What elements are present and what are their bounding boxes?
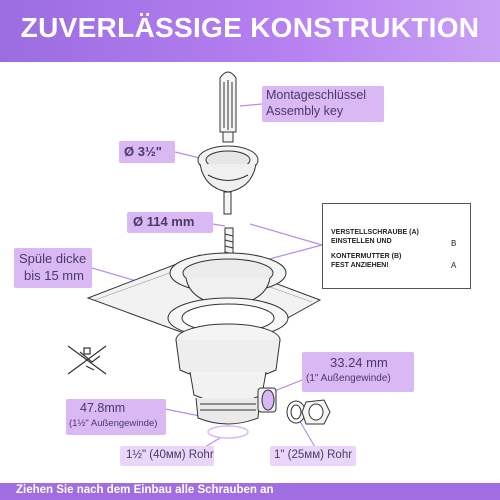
note-line-3: KONTERMUTTER (B) (331, 253, 402, 260)
label-sink-thickness-bg (14, 248, 92, 288)
note-mark-a: A (451, 261, 457, 270)
label-drain-thread: (1½" Außengewinde) (69, 418, 158, 429)
label-outlet-bg (302, 352, 414, 392)
label-pipe-large: 1½" (40ᴍᴍ) Rohr (126, 449, 214, 461)
note-line-2: EINSTELLEN UND (331, 238, 392, 245)
note-mark-b: B (451, 239, 457, 248)
label-drain-bg (66, 399, 166, 435)
no-tools-icon (67, 345, 107, 375)
side-outlet (257, 387, 331, 425)
label-drain-size: 47.8mm (80, 401, 126, 415)
note-line-1: VERSTELLSCHRAUBE (A) (331, 229, 419, 236)
footer-banner: Ziehen Sie nach dem Einbau alle Schraube… (0, 483, 500, 500)
label-outlet-thread: (1" Außengewinde) (306, 373, 391, 384)
label-pipe-small: 1" (25ᴍᴍ) Rohr (274, 449, 353, 461)
label-outlet-size: 33.24 mm (330, 355, 388, 370)
label-pipe-large-bg (120, 446, 214, 466)
label-sink-thickness-line1: Spüle dicke (19, 251, 87, 266)
label-assembly-key-de: Montageschlüssel (266, 88, 367, 102)
label-strainer-diameter: Ø 3½" (124, 144, 162, 159)
label-basket-dia-bg (127, 212, 213, 233)
adjustment-note-box: VERSTELLSCHRAUBE (A) EINSTELLEN UND KONT… (322, 203, 471, 289)
page-title: ZUVERLÄSSIGE KONSTRUKTION (20, 12, 480, 43)
label-assembly-key-bg (262, 86, 384, 122)
label-strainer-dia-bg (119, 141, 175, 163)
assembly-key (219, 71, 237, 143)
strainer-basket (197, 145, 259, 215)
drain-body (175, 323, 281, 439)
label-sink-thickness-line2: bis 15 mm (24, 268, 84, 283)
label-basket-diameter: Ø 114 mm (133, 214, 195, 229)
header-banner: ZUVERLÄSSIGE KONSTRUKTION (0, 0, 500, 62)
note-line-4: FEST ANZIEHEN! (331, 262, 389, 269)
footer-instruction: Ziehen Sie nach dem Einbau alle Schraube… (16, 484, 274, 496)
label-assembly-key-en: Assembly key (266, 104, 344, 118)
label-pipe-small-bg (270, 446, 356, 466)
